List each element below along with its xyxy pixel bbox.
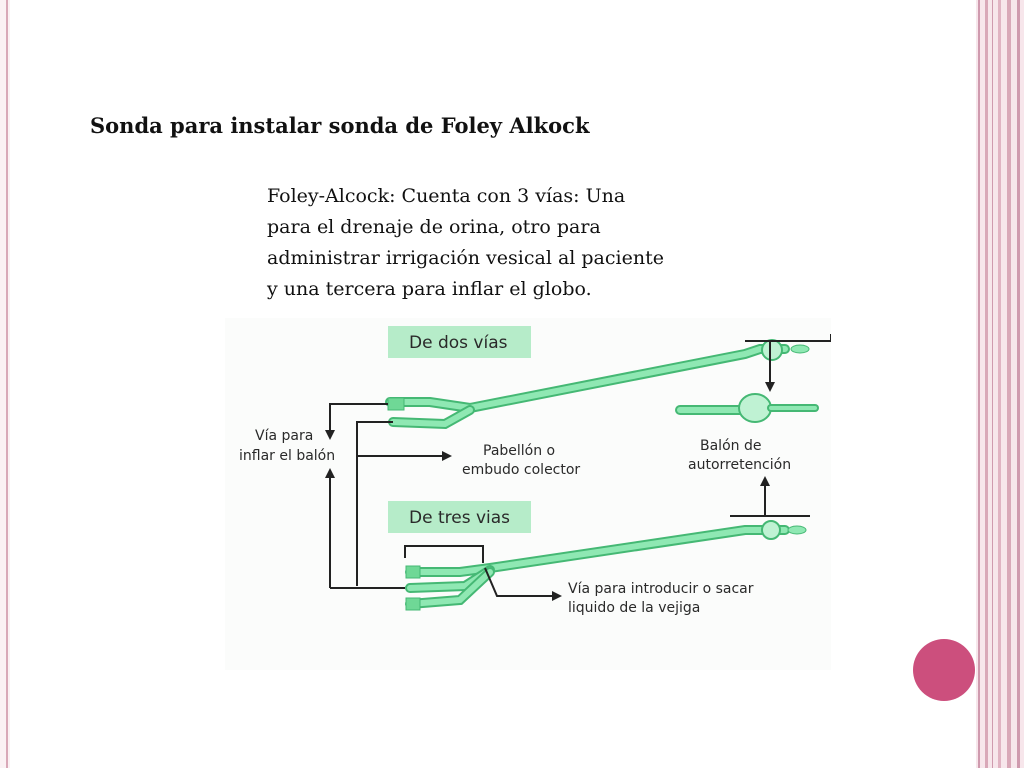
balloon-deflated: [761, 339, 783, 361]
three-way-label-box: [388, 501, 531, 533]
description-line: y una tercera para inflar el globo.: [267, 278, 592, 300]
description-line: Foley-Alcock: Cuenta con 3 vías: Una: [267, 185, 626, 207]
balloon-label-line1: Balón de: [700, 438, 761, 454]
funnel-label-line1: Pabellón o: [483, 443, 555, 459]
inflate-label-line2: inflar el balón: [239, 448, 335, 464]
right-border-decoration: [976, 0, 1024, 768]
two-way-label-box: [388, 326, 531, 358]
three-way-label: De tres vias: [409, 508, 510, 528]
decorative-circle: [913, 639, 975, 701]
fluid-label-line2: liquido de la vejiga: [568, 600, 700, 616]
diagram-background: [225, 318, 831, 670]
description-line: administrar irrigación vesical al pacien…: [267, 247, 664, 269]
fluid-label-line1: Vía para introducir o sacar: [568, 581, 754, 597]
description-paragraph: Foley-Alcock: Cuenta con 3 vías: Una par…: [267, 181, 767, 305]
slide-title: Sonda para instalar sonda de Foley Alkoc…: [90, 113, 590, 138]
left-border-decoration: [0, 0, 10, 768]
three-way-catheter: De tres vias: [388, 501, 807, 611]
two-way-catheter: De dos vías: [385, 326, 831, 430]
two-way-label: De dos vías: [409, 333, 508, 353]
description-line: para el drenaje de orina, otro para: [267, 216, 601, 238]
inflate-label-line1: Vía para: [255, 428, 313, 444]
funnel-label-line2: embudo colector: [462, 462, 580, 478]
balloon-inflated: [738, 393, 772, 423]
foley-catheter-diagram: De dos vías Balón de autorretención Vía …: [225, 318, 831, 670]
inflation-valve: [387, 397, 405, 411]
balloon-label-line2: autorretención: [688, 457, 791, 473]
